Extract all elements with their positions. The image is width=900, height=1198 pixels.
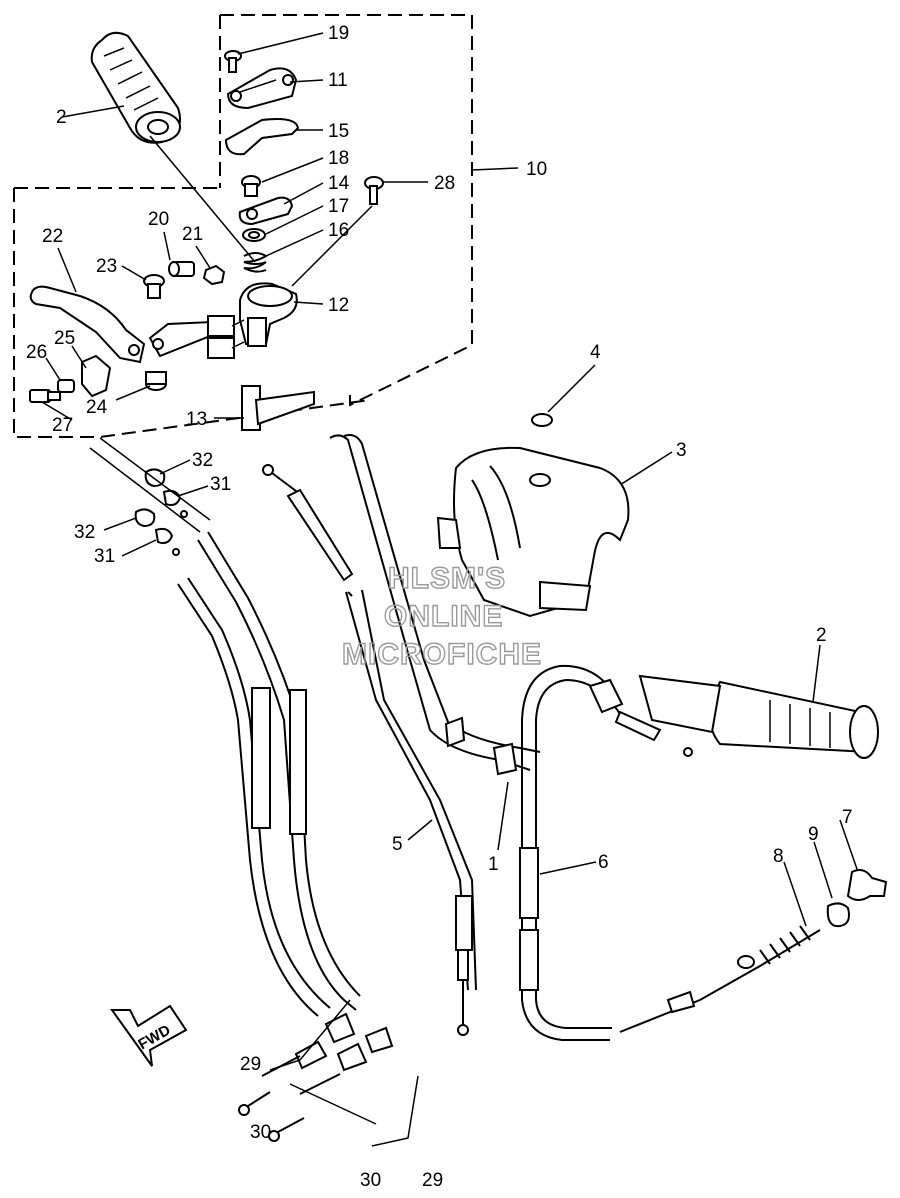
callout-24: 24 [86,397,108,418]
grip-right [614,674,879,759]
switch-cover-11 [226,67,298,110]
cap-4 [531,413,553,427]
callout-labels: 1 2 2 3 4 5 6 7 8 9 10 11 12 13 14 15 16… [26,23,853,1191]
grip-left [90,31,256,263]
callout-9: 9 [808,824,819,845]
watermark-line-2: ONLINE [384,600,503,633]
bolts-20-21-23 [143,261,226,299]
callout-21: 21 [182,224,203,245]
callout-30-upper: 30 [250,1122,271,1143]
callout-12: 12 [328,295,349,316]
callout-20: 20 [148,209,169,230]
callout-29-lower: 29 [422,1170,443,1191]
callout-2-right: 2 [816,625,827,646]
callout-17: 17 [328,196,349,217]
screw-28 [291,176,384,287]
gasket-15 [224,118,300,156]
callout-25: 25 [54,328,75,349]
callout-29-upper: 29 [240,1054,261,1075]
callout-14: 14 [328,173,350,194]
callout-15: 15 [328,121,349,142]
leader-lines [41,32,859,927]
screw-18 [241,175,261,197]
callout-32-lower: 32 [74,522,95,543]
callout-10: 10 [526,159,547,180]
callout-32-upper: 32 [192,450,213,471]
callout-5: 5 [392,834,403,855]
parts-25-26-27 [29,354,112,403]
callout-13: 13 [186,409,207,430]
throttle-housing-12 [239,282,298,347]
switch-14 [238,196,294,226]
callout-6: 6 [598,852,609,873]
washer-17 [242,228,266,242]
assembly-outline-upper [219,14,473,407]
callout-27: 27 [52,415,73,436]
callout-22: 22 [42,226,63,247]
callout-19: 19 [328,23,349,44]
callout-11: 11 [328,70,348,91]
callout-3: 3 [676,440,687,461]
callout-2-left: 2 [56,107,67,128]
callout-31-upper: 31 [210,474,231,495]
fwd-arrow: FWD [110,1004,188,1067]
cable-6 [519,664,624,1041]
callout-31-lower: 31 [94,546,115,567]
watermark-line-3: MICROFICHE [342,638,542,671]
callout-8: 8 [773,846,784,867]
cable-5 [262,464,477,1036]
callout-16: 16 [328,220,349,241]
throttle-cover-3 [436,446,630,618]
watermark: HLSM'S ONLINE MICROFICHE [341,561,542,671]
callout-23: 23 [96,256,117,277]
callout-26: 26 [26,342,47,363]
bracket [207,315,245,359]
brake-lever-22 [29,285,214,364]
spring-16 [243,252,268,273]
watermark-line-1: HLSM'S [388,562,506,595]
callout-28: 28 [434,173,455,194]
brake-cables-29 [89,437,419,1147]
pin-13 [241,385,315,431]
callout-7: 7 [842,807,853,828]
adjuster-assembly [619,869,888,1033]
callout-1: 1 [488,854,499,875]
callout-30-lower: 30 [360,1170,381,1191]
screw-19 [224,50,242,73]
collar-24 [145,371,167,391]
callout-4: 4 [590,342,601,363]
callout-leaders-lower [103,459,209,557]
callout-18: 18 [328,148,349,169]
cable-1 [329,434,541,776]
